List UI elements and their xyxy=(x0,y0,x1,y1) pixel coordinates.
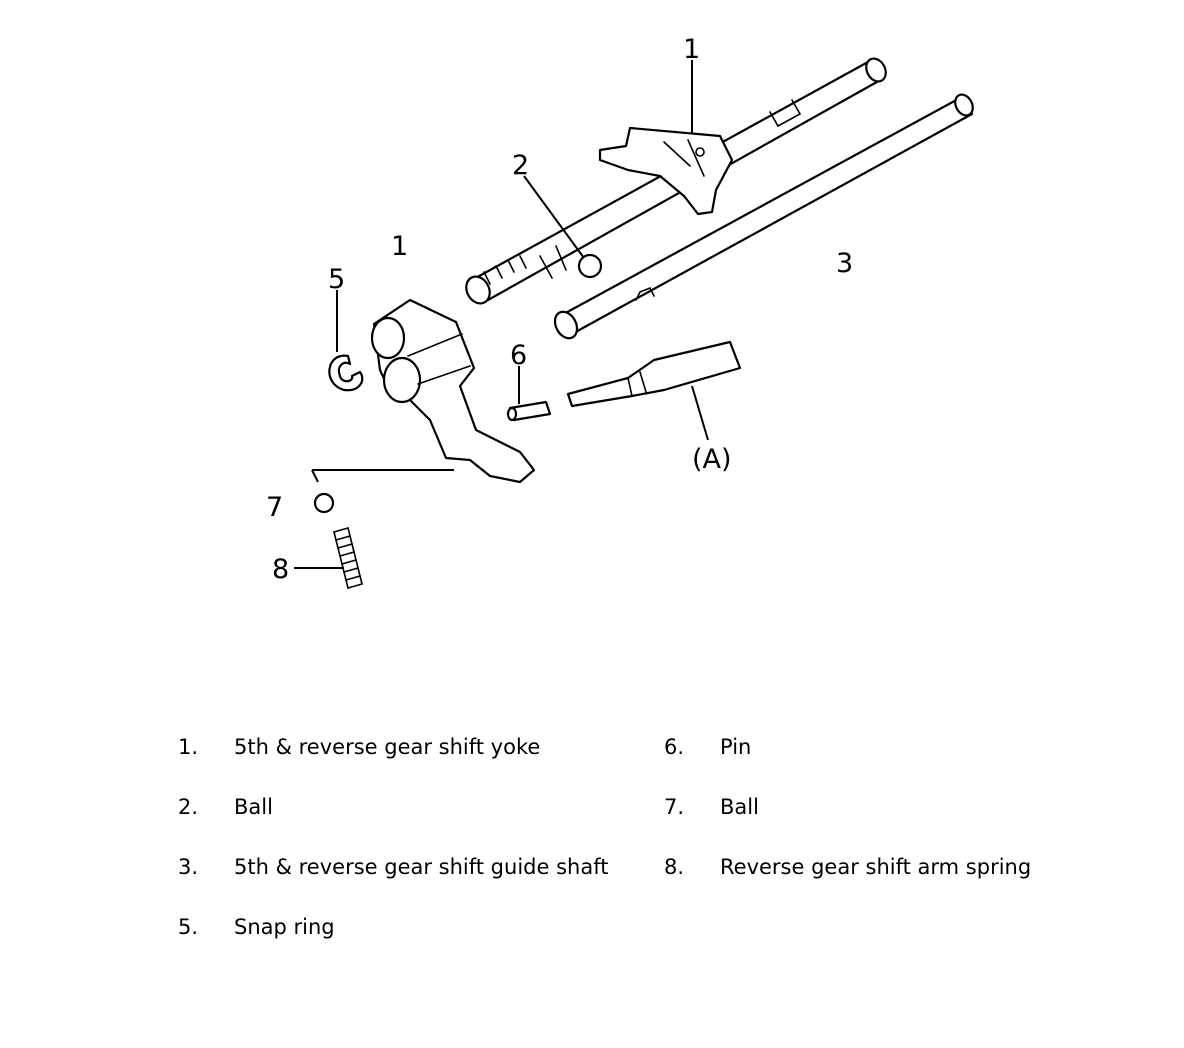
legend-text: Ball xyxy=(720,795,759,819)
leader-lines xyxy=(294,60,709,569)
legend-number: 3. xyxy=(178,855,199,879)
tool-a xyxy=(566,340,742,408)
shift-yoke xyxy=(598,126,734,216)
callout-1-mid: 1 xyxy=(391,231,408,262)
callout-7: 7 xyxy=(266,492,283,523)
parts-legend: 1. 5th & reverse gear shift yoke 2. Ball… xyxy=(0,726,1184,986)
legend-text: 5th & reverse gear shift guide shaft xyxy=(234,855,609,879)
ball-2 xyxy=(577,253,603,279)
reverse-shift-arm xyxy=(370,298,536,484)
callout-3: 3 xyxy=(836,248,853,279)
exploded-parts-diagram: 1 1 2 3 5 6 7 8 (A) xyxy=(266,34,974,589)
legend-number: 7. xyxy=(664,795,685,819)
legend-text: Reverse gear shift arm spring xyxy=(720,855,1032,879)
snap-ring xyxy=(328,354,364,392)
legend-text: Snap ring xyxy=(234,915,335,939)
callout-1-top: 1 xyxy=(683,34,700,65)
callout-2: 2 xyxy=(512,150,529,181)
ball-7 xyxy=(313,492,335,514)
legend-number: 2. xyxy=(178,795,199,819)
legend-number: 5. xyxy=(178,915,199,939)
legend-text: Pin xyxy=(720,735,752,759)
guide-shaft xyxy=(553,93,974,340)
callout-5: 5 xyxy=(328,264,345,295)
legend-number: 8. xyxy=(664,855,685,879)
legend-text: 5th & reverse gear shift yoke xyxy=(234,735,541,759)
arm-spring xyxy=(333,527,363,589)
legend-number: 1. xyxy=(178,735,199,759)
callout-8: 8 xyxy=(272,554,289,585)
legend-text: Ball xyxy=(234,795,273,819)
legend-number: 6. xyxy=(664,735,685,759)
callout-a: (A) xyxy=(692,444,732,475)
pin xyxy=(506,400,552,422)
callout-6: 6 xyxy=(510,340,527,371)
